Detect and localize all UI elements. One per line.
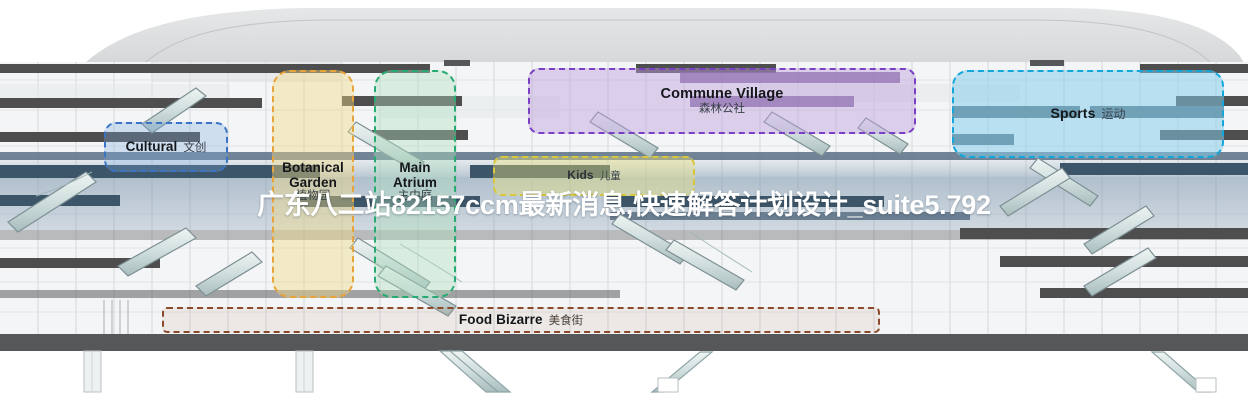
zone-cultural-label-en: Cultural [125,139,178,155]
zone-main-label-en: Main [399,160,431,175]
zone-botanical-label-zh: 植物园 [295,190,331,203]
zone-kids-label-zh: 儿童 [599,170,621,183]
zone-commune-label-en: Commune Village [660,86,784,103]
zone-sports-label-en: Sports [1050,105,1096,122]
zone-main-label-en2: Atrium [392,175,438,191]
zone-food-label-zh: 美食街 [548,315,584,328]
zone-kids[interactable]: Kids 儿童 [493,156,695,196]
zone-botanical-label-en: Botanical [282,160,344,175]
zone-cultural-label-zh: 文创 [183,142,207,155]
zone-cultural[interactable]: Cultural 文创 [104,122,228,172]
zone-botanical-label-en2: Garden [289,175,337,191]
zone-kids-label-en: Kids [567,168,594,183]
zone-commune-village[interactable]: Commune Village 森林公社 [528,68,916,134]
zone-main-label-zh: 主中庭 [397,190,433,203]
zone-food-label-en: Food Bizarre [458,312,543,328]
zone-commune-label-zh: 森林公社 [699,102,745,115]
zone-food-bizarre[interactable]: Food Bizarre 美食街 [162,307,880,333]
zone-sports[interactable]: Sports 运动 [952,70,1224,158]
zone-main-atrium[interactable]: Main Atrium 主中庭 [374,70,456,298]
zone-sports-label-zh: 运动 [1101,107,1126,122]
zone-botanical-garden[interactable]: Botanical Garden 植物园 [272,70,354,298]
